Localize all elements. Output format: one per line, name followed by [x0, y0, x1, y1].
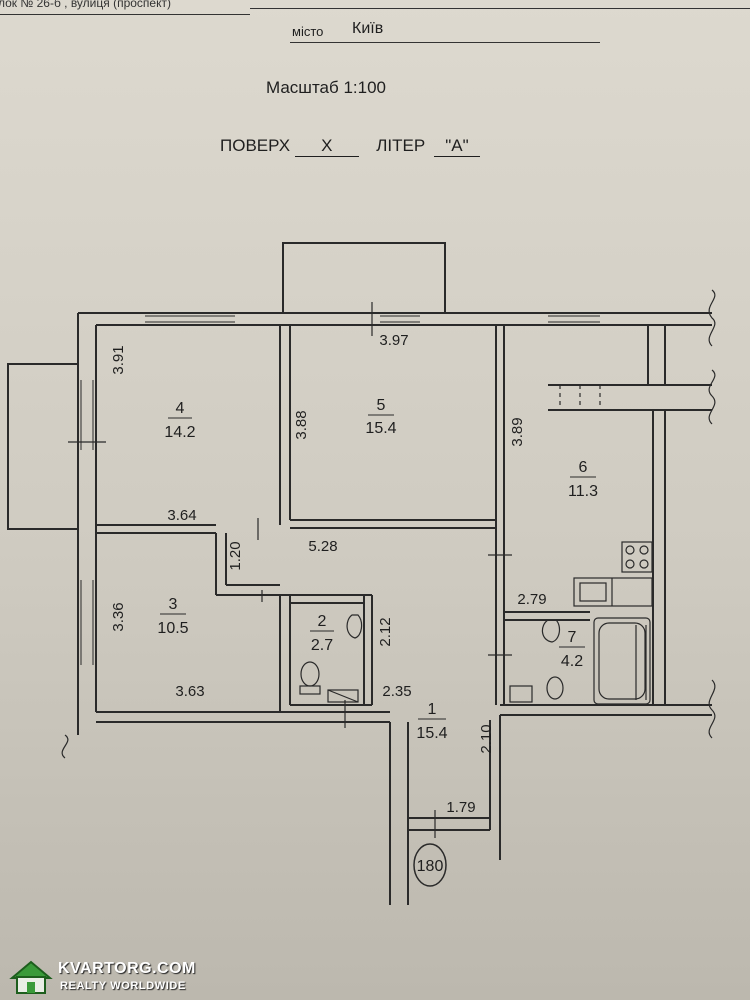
window-room5 — [380, 315, 420, 323]
dim-room5-height: 3.88 — [293, 410, 310, 439]
stair-marker — [413, 843, 447, 887]
dim-room3-width: 3.63 — [175, 683, 204, 700]
floor-value: X — [294, 136, 359, 157]
shelf-icon — [509, 685, 533, 703]
dim-room3-height: 3.36 — [110, 602, 127, 631]
room-1-number: 1 — [428, 701, 437, 718]
room-4-number: 4 — [176, 400, 185, 417]
toilet-icon — [546, 676, 564, 700]
dim-hall-width: 1.79 — [446, 799, 475, 816]
room-3-area: 10.5 — [157, 620, 188, 637]
watermark-title: KVARTORG.COM — [58, 960, 196, 977]
balcony-top — [282, 242, 446, 314]
dim-room4-width: 3.64 — [167, 507, 196, 524]
window-room4 — [145, 315, 235, 323]
header-address-fragment: лок № 26-б , вулиця (проспект) — [0, 0, 171, 10]
wall-entry-door — [408, 817, 490, 831]
stair-marker-label: 180 — [417, 858, 444, 875]
window-room4-left — [80, 380, 94, 450]
wall-bath7-top — [504, 611, 590, 621]
outer-wall-left — [77, 313, 97, 735]
wall-kitchen-top — [548, 384, 712, 411]
wall-room5-room6 — [495, 325, 505, 705]
window-room3-left — [80, 580, 94, 665]
floor-label: ПОВЕРХ — [220, 136, 291, 155]
wall-room4-room5 — [279, 325, 291, 525]
wall-bedrooms-bottom — [96, 519, 496, 534]
dim-tick — [257, 518, 346, 728]
dim-kitchen-width: 2.79 — [517, 591, 546, 608]
wall-bath-right — [363, 595, 373, 705]
break-mark — [708, 369, 716, 425]
toilet-icon — [300, 661, 320, 687]
dim-corridor-width: 5.28 — [308, 538, 337, 555]
room-5-area: 15.4 — [365, 420, 396, 437]
break-mark — [61, 734, 69, 759]
window-room6 — [548, 315, 600, 323]
room-2-area: 2.7 — [311, 637, 333, 654]
balcony-left — [7, 363, 79, 530]
kvartorg-logo-icon — [9, 960, 53, 994]
dim-bath-width: 2.35 — [382, 683, 411, 700]
room-6-number: 6 — [579, 459, 588, 476]
break-mark — [708, 289, 716, 347]
dim-hall-height: 2.10 — [478, 724, 495, 753]
room-3-number: 3 — [169, 596, 178, 613]
header-rule — [250, 8, 750, 9]
dim-bath-height: 2.12 — [377, 617, 394, 646]
city-rule — [290, 42, 600, 43]
stove-icon — [621, 541, 653, 573]
room-7-area: 4.2 — [561, 653, 583, 670]
dim-tick — [488, 554, 512, 656]
room-6-area: 11.3 — [568, 483, 598, 500]
room-2-number: 2 — [318, 613, 327, 630]
room-7-number: 7 — [568, 629, 577, 646]
letter-value: "А" — [433, 136, 480, 157]
dim-room4-height: 3.91 — [110, 345, 127, 374]
break-mark — [708, 679, 716, 739]
wall-room3-bath — [279, 595, 291, 712]
washbasin-icon — [346, 614, 363, 639]
room-4-area: 14.2 — [164, 424, 195, 441]
shelf-icon — [327, 689, 359, 703]
wall-right-upper — [647, 325, 666, 385]
wall-entry-hall — [389, 715, 501, 905]
dim-room5-width: 3.97 — [379, 332, 408, 349]
wall-right-lower — [652, 410, 666, 705]
wall-corridor-bottom — [216, 584, 290, 596]
city-value: Київ — [352, 20, 384, 37]
kitchen-counter-icon — [573, 577, 653, 607]
wall-bath-top — [290, 594, 372, 604]
bathtub-icon — [593, 617, 651, 705]
floor-line: ПОВЕРХ X ЛІТЕР "А" — [220, 136, 480, 157]
wall-corridor-left — [215, 533, 227, 595]
washbasin-icon — [541, 619, 561, 643]
header-rule — [0, 14, 250, 15]
outer-wall-bottom — [96, 704, 712, 723]
kitchen-sink-icon — [579, 582, 607, 602]
plan-scale: Масштаб 1:100 — [266, 78, 386, 97]
room-5-number: 5 — [377, 397, 386, 414]
outer-wall-top — [78, 312, 712, 326]
watermark-subtitle: REALTY WORLDWIDE — [60, 980, 186, 992]
city-label: місто — [292, 24, 324, 39]
vent-marks — [559, 385, 601, 410]
dim-corridor-height: 1.20 — [227, 541, 244, 570]
dim-room6-height: 3.89 — [509, 417, 526, 446]
letter-label: ЛІТЕР — [376, 136, 426, 155]
room-1-area: 15.4 — [416, 725, 447, 742]
